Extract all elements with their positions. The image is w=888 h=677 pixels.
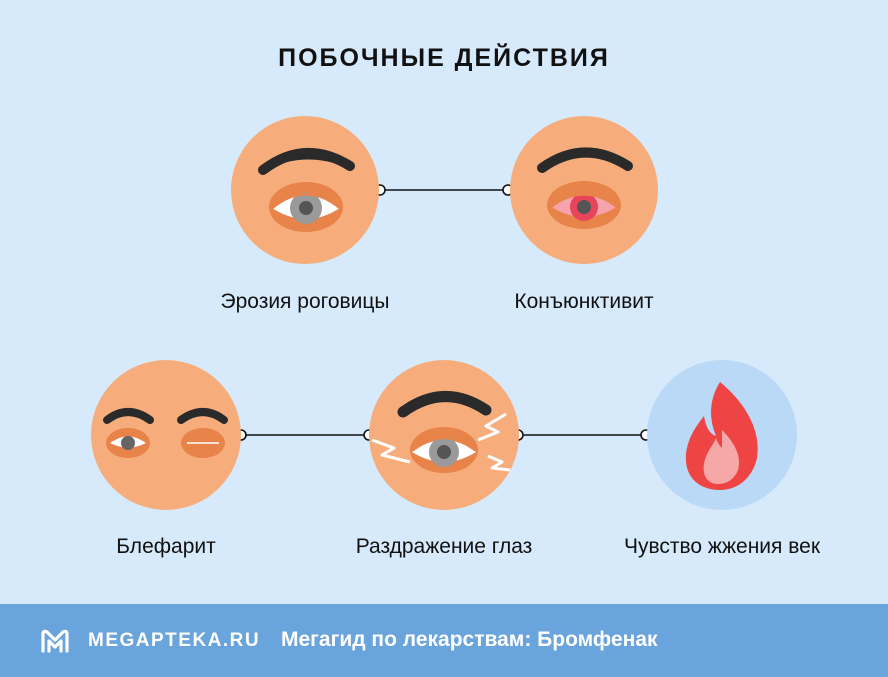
- brand-link[interactable]: MEGAPTEKA.RU: [88, 630, 261, 651]
- irritated-eye-icon: [369, 360, 519, 510]
- label-corneal-erosion: Эрозия роговицы: [220, 290, 390, 313]
- connector-bottom-right: [512, 429, 652, 441]
- swollen-eyelid-icon: [91, 360, 241, 510]
- label-blepharitis: Блефарит: [116, 535, 216, 558]
- connector-top: [374, 184, 514, 196]
- label-eyelid-burning: Чувство жжения век: [623, 535, 821, 558]
- diagram: [91, 116, 797, 510]
- footer: MEGAPTEKA.RU Мегагид по лекарствам: Бром…: [0, 604, 888, 677]
- page-title: ПОБОЧНЫЕ ДЕЙСТВИЯ: [278, 44, 610, 72]
- label-conjunctivitis: Конъюнктивит: [514, 290, 654, 313]
- eye-icon: [231, 116, 379, 264]
- label-eye-irritation: Раздражение глаз: [355, 535, 533, 558]
- connector-bottom-left: [235, 429, 375, 441]
- footer-subtitle: Мегагид по лекарствам: Бромфенак: [281, 628, 658, 651]
- flame-icon: [647, 360, 797, 510]
- red-eye-icon: [510, 116, 658, 264]
- m-logo-icon[interactable]: [40, 628, 70, 654]
